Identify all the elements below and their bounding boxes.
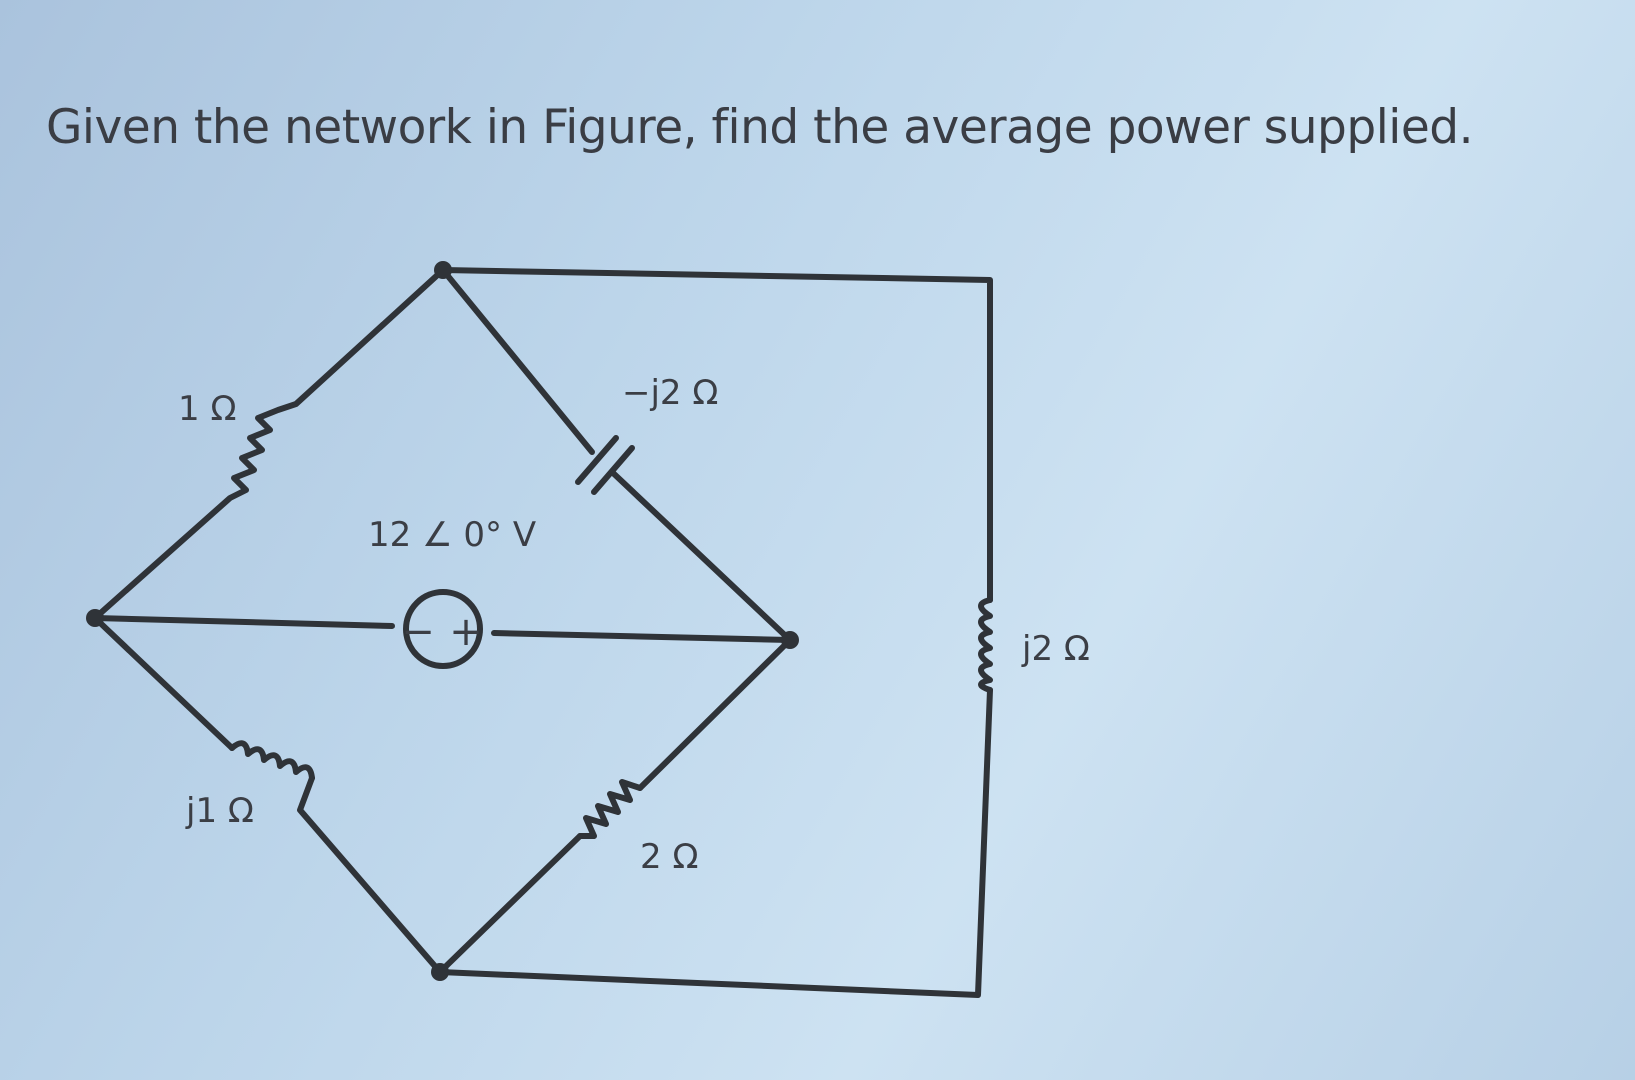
inductor-j2 [978,597,993,693]
wire-bottom-left [92,615,235,751]
label-j2ohm: j2 Ω [1021,629,1090,669]
wire-node-to-resistor [637,637,793,791]
wire-top-right [440,267,595,455]
wire-cap-to-node [609,469,793,643]
inductor-j1 [229,740,315,781]
source-unit: V [513,515,536,555]
node-left [86,609,104,627]
wire-right [437,687,993,998]
source-magnitude: 12 [368,515,411,555]
wire-inductor-to-bottom [297,775,443,975]
wire-top-left [92,267,446,621]
source-label: 12 ∠ 0° V [368,515,536,555]
source-plus: + [449,609,483,655]
question-text: Given the network in Figure, find the av… [46,100,1474,155]
resistor-2ohm [577,779,643,839]
source-angle-symbol: ∠ [422,515,452,555]
node-bottom [431,963,449,981]
node-top [434,261,452,279]
voltage-source [403,589,483,669]
wire-resistor-to-bottom [437,833,583,975]
source-minus: − [401,609,435,655]
label-1ohm: 1 Ω [178,389,236,429]
node-right [781,631,799,649]
label-minus-j2ohm: −j2 Ω [622,373,718,413]
wire-source-right [491,630,793,643]
wire-top [440,267,993,603]
label-2ohm: 2 Ω [640,837,698,877]
source-angle: 0° [463,515,502,555]
label-j1ohm: j1 Ω [185,791,254,831]
wire-source-left [92,615,395,629]
